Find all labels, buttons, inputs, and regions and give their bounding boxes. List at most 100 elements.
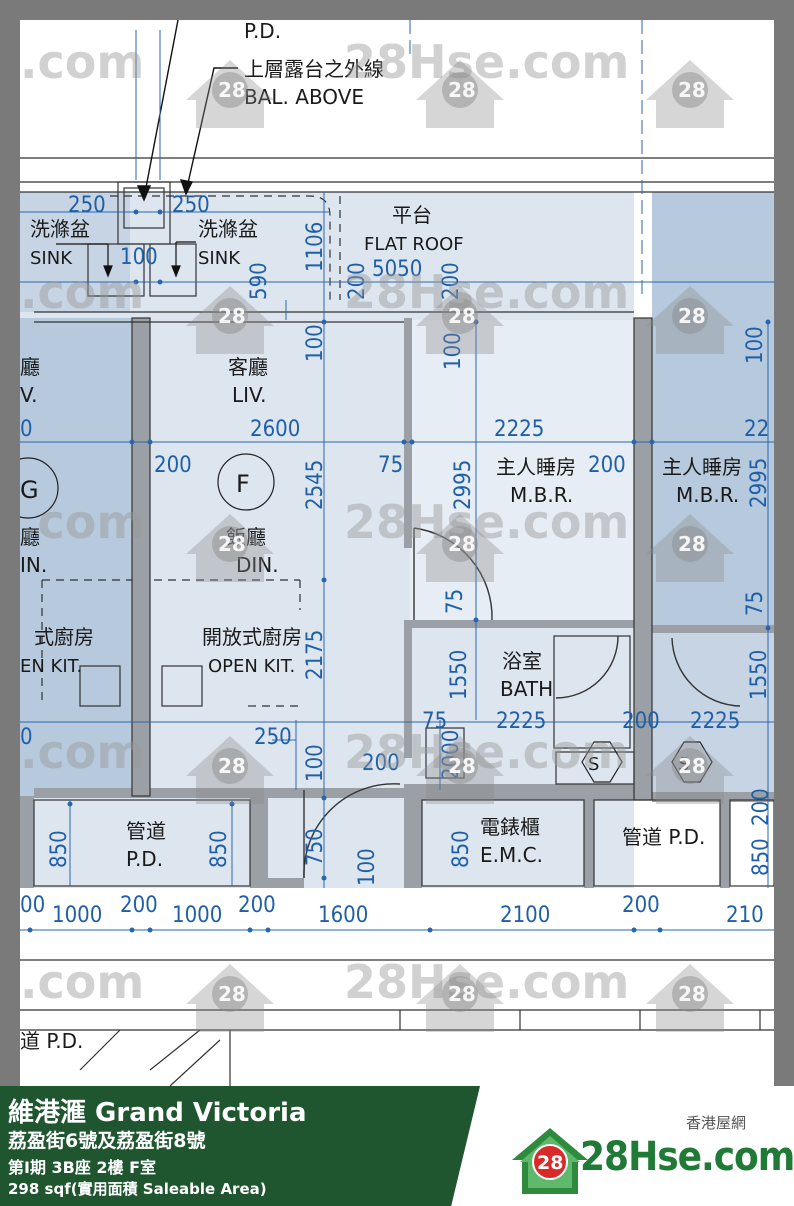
dim-100-sink: 100 — [120, 245, 158, 270]
dim-bottom-2100-a: 2100 — [500, 903, 550, 928]
dim-200-roof-b: 200 — [439, 262, 464, 300]
sink-arrows — [56, 241, 196, 278]
dim-200-mbr: 200 — [588, 453, 626, 478]
dim-850-b: 850 — [207, 830, 232, 868]
svg-text:28: 28 — [448, 754, 476, 778]
symbols — [20, 453, 713, 783]
dining-left-en: IN. — [20, 553, 47, 577]
dim-0-edge: 0 — [20, 417, 33, 442]
dim-1550-a: 1550 — [447, 650, 472, 700]
watermark-partial: .com — [20, 725, 144, 779]
open-kitchen-en: OPEN KIT. — [208, 656, 295, 677]
dim-bottom-1600: 1600 — [318, 903, 368, 928]
watermark-badge: 28 — [416, 60, 504, 128]
watermark-text: 28Hse.com — [344, 955, 629, 1009]
sink-right-cn: 洗滌盆 — [198, 217, 258, 241]
watermark-partial: .com — [20, 265, 144, 319]
dimension-lines — [20, 30, 774, 931]
saleable-area: 298 sqf(實用面積 Saleable Area) — [8, 1180, 267, 1198]
dim-850-d: 850 — [749, 838, 774, 876]
living-en: LIV. — [232, 383, 267, 407]
watermark-badge: 28 — [646, 736, 734, 804]
watermark-badge: 28 — [416, 736, 504, 804]
doors — [303, 527, 741, 879]
dim-250-left: 250 — [68, 193, 106, 218]
watermark-badge: 28 — [186, 514, 274, 582]
watermark-badge: 28 — [416, 964, 504, 1032]
lower-stair — [79, 1010, 761, 1086]
watermark-badge: 28 — [646, 514, 734, 582]
svg-text:28: 28 — [448, 532, 476, 556]
dining-cn: 飯廳 — [226, 525, 266, 549]
watermark-partial: .com — [20, 955, 144, 1009]
watermark-badge: 28 — [416, 286, 504, 354]
brand-logo-area: 香港屋網 28 28Hse.com — [510, 1104, 794, 1194]
dim-850-a: 850 — [47, 830, 72, 868]
svg-text:28: 28 — [448, 304, 476, 328]
dim-bottom-2100-b: 210 — [726, 903, 764, 928]
svg-text:28: 28 — [678, 304, 706, 328]
bathroom-en: BATH — [500, 677, 553, 701]
svg-text:28: 28 — [218, 304, 246, 328]
dim-2000: 2000 — [439, 730, 464, 780]
flat-roof-en: FLAT ROOF — [364, 234, 464, 255]
pipe-duct-2: 管道 P.D. — [622, 825, 705, 849]
brand-badge-number: 28 — [537, 1152, 563, 1174]
svg-text:28: 28 — [218, 532, 246, 556]
dim-2545: 2545 — [303, 460, 328, 510]
flat-roof-cn: 平台 — [392, 203, 432, 227]
dim-590: 590 — [247, 262, 272, 300]
dim-200-pd: 200 — [749, 788, 774, 826]
living-cn: 客廳 — [228, 355, 268, 379]
listing-info-panel: 維港滙 Grand Victoria 荔盈街6號及荔盈街8號 第I期 3B座 2… — [0, 1086, 480, 1206]
watermark-badge: 28 — [646, 286, 734, 354]
sink-left-en: SINK — [30, 248, 73, 269]
dim-100-door: 100 — [355, 848, 380, 886]
dim-75-liv: 75 — [378, 453, 403, 478]
svg-text:28: 28 — [218, 78, 246, 102]
sink-right-en: SINK — [198, 248, 241, 269]
floor-plan: P.D. 上層露台之外線 BAL. ABOVE 洗滌盆 SINK 洗滌盆 SIN… — [20, 20, 774, 1086]
dim-bottom-200-a: 200 — [120, 893, 158, 918]
watermark-partial: .com — [20, 35, 144, 89]
unit-e-bath-fill — [652, 630, 774, 800]
meter-cabinet-en: E.M.C. — [480, 843, 543, 867]
svg-text:28: 28 — [678, 532, 706, 556]
dim-bottom-00: 00 — [20, 893, 45, 918]
watermark-badge: 28 — [416, 514, 504, 582]
vertical-dimensions: 1106 590 200 200 100 100 100 2545 2995 2… — [47, 222, 774, 886]
dim-850-c: 850 — [449, 830, 474, 868]
brand-wordmark: 28Hse.com — [580, 1134, 794, 1180]
watermark-text: 28Hse.com — [344, 495, 629, 549]
svg-text:28: 28 — [678, 754, 706, 778]
shower-symbol: S — [588, 754, 599, 775]
watermark-badge: 28 — [186, 964, 274, 1032]
unit-g-fill — [20, 318, 132, 796]
master-bedroom-cn: 主人睡房 — [496, 455, 576, 479]
dim-2225-bedroom: 2225 — [494, 417, 544, 442]
house-logo-icon: 28 — [512, 1128, 588, 1194]
dim-2600: 2600 — [250, 417, 300, 442]
dim-75-mid: 75 — [443, 589, 468, 614]
dim-22-edge: 22 — [744, 417, 769, 442]
dim-75-right: 75 — [743, 591, 768, 616]
watermark-badge: 28 — [186, 286, 274, 354]
watermarks: 28Hse.com 28Hse.com 28Hse.com 28Hse.com … — [20, 35, 734, 1032]
dining-left-cn: 廳 — [20, 525, 40, 549]
dim-bottom-200-c: 200 — [622, 893, 660, 918]
watermark-text: 28Hse.com — [344, 265, 629, 319]
dim-2995-b: 2995 — [747, 458, 772, 508]
dim-0-kit-edge: 0 — [20, 725, 33, 750]
dim-200-bath: 200 — [622, 709, 660, 734]
dim-100-kit: 100 — [303, 744, 328, 782]
dim-200-roof-a: 200 — [345, 262, 370, 300]
svg-text:28: 28 — [218, 982, 246, 1006]
flat-g-symbol: G — [20, 476, 39, 504]
sink-left-cn: 洗滌盆 — [30, 217, 90, 241]
dim-750: 750 — [303, 828, 328, 866]
dim-bottom-1000-a: 1000 — [52, 903, 102, 928]
bathroom-cn: 浴室 — [502, 649, 542, 673]
master-bedroom-2-cn: 主人睡房 — [662, 455, 742, 479]
dim-100-liv: 100 — [303, 324, 328, 362]
pipe-duct-bottom: 道 P.D. — [20, 1029, 83, 1053]
